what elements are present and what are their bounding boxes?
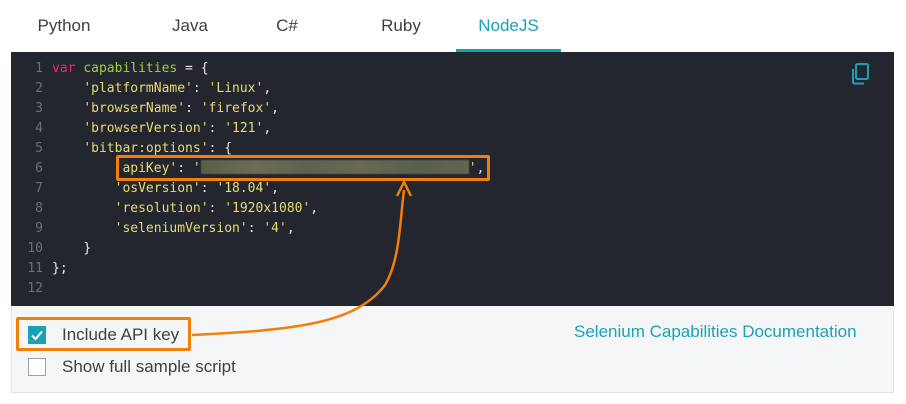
code-line: 9 'seleniumVersion': '4', — [11, 219, 295, 239]
code-key: 'osVersion' — [114, 181, 201, 196]
redacted-api-key — [200, 160, 469, 174]
code-key: 'browserVersion' — [83, 121, 209, 136]
checkbox-box[interactable] — [28, 358, 46, 376]
line-number: 8 — [35, 201, 43, 216]
code-punct: : — [185, 101, 201, 116]
code-key: 'platformName' — [83, 81, 193, 96]
line-number: 11 — [27, 261, 43, 276]
tab-ruby[interactable]: Ruby — [381, 16, 421, 35]
code-punct: = { — [177, 61, 209, 76]
code-value: 'Linux' — [208, 81, 264, 96]
checkbox-label: Show full sample script — [62, 357, 236, 376]
code-line: 11}; — [11, 259, 68, 279]
code-punct: : { — [208, 141, 233, 156]
checkmark-icon — [31, 330, 43, 341]
line-number: 12 — [27, 281, 43, 296]
line-number: 2 — [35, 81, 43, 96]
code-punct: , — [310, 201, 319, 216]
line-number: 9 — [35, 221, 43, 236]
code-line: 2 'platformName': 'Linux', — [11, 79, 271, 99]
tab-python[interactable]: Python — [37, 16, 91, 35]
copy-icon — [852, 63, 869, 85]
code-line: 6 'apiKey': ' ', — [11, 159, 484, 179]
line-number: 6 — [35, 161, 43, 176]
code-punct: , — [271, 181, 279, 196]
tab-java[interactable]: Java — [172, 16, 208, 35]
code-punct: : — [177, 161, 193, 176]
code-key: 'browserName' — [83, 101, 186, 116]
code-key: 'seleniumVersion' — [114, 221, 248, 236]
code-punct: : — [192, 81, 209, 96]
include-api-key-highlight — [16, 317, 191, 351]
code-punct: , — [286, 221, 295, 236]
line-number: 5 — [35, 141, 43, 156]
copy-code-button[interactable] — [849, 62, 871, 86]
checkbox-label: Include API key — [62, 325, 180, 344]
code-key: 'resolution' — [114, 201, 209, 216]
code-line: 10 } — [11, 239, 91, 259]
code-punct: : — [208, 121, 225, 136]
line-number: 4 — [35, 121, 43, 136]
checkbox-box[interactable] — [28, 326, 46, 344]
code-keyword: var — [52, 61, 76, 76]
code-punct: , — [476, 161, 485, 176]
selenium-docs-link[interactable]: Selenium Capabilities Documentation — [574, 322, 857, 341]
code-line: 4 'browserVersion': '121', — [11, 119, 271, 139]
language-tabs: Python Java C# Ruby NodeJS — [11, 0, 894, 52]
code-punct: , — [263, 81, 272, 96]
code-variable: capabilities — [83, 61, 178, 76]
code-punct: , — [263, 121, 272, 136]
code-punct: , — [271, 101, 279, 116]
code-key: 'apiKey' — [114, 161, 178, 176]
code-punct: } — [83, 241, 92, 256]
code-value: '121' — [224, 121, 264, 136]
code-line: 8 'resolution': '1920x1080', — [11, 199, 318, 219]
code-value: 'firefox' — [200, 101, 272, 116]
line-number: 10 — [27, 241, 43, 256]
code-line: 12 — [11, 279, 52, 299]
code-line: 1 var capabilities = { — [11, 59, 209, 79]
code-line: 5 'bitbar:options': { — [11, 139, 232, 159]
code-line: 3 'browserName': 'firefox', — [11, 99, 279, 119]
code-value: ' — [468, 161, 477, 176]
api-key-highlight — [116, 155, 490, 181]
code-line: 7 'osVersion': '18.04', — [11, 179, 279, 199]
tab-csharp[interactable]: C# — [276, 16, 298, 35]
line-number: 1 — [35, 61, 43, 76]
code-value: '18.04' — [216, 181, 272, 196]
line-number: 3 — [35, 101, 43, 116]
code-punct: : — [200, 181, 217, 196]
tab-nodejs[interactable]: NodeJS — [456, 0, 561, 52]
code-key: 'bitbar:options' — [83, 141, 209, 156]
code-value: ' — [192, 161, 201, 176]
show-full-script-checkbox[interactable]: Show full sample script — [28, 357, 236, 377]
code-punct: : — [247, 221, 264, 236]
code-punct: }; — [52, 261, 68, 276]
code-value: '4' — [263, 221, 287, 236]
code-value: '1920x1080' — [224, 201, 311, 216]
code-punct: : — [208, 201, 225, 216]
include-api-key-checkbox[interactable]: Include API key — [28, 325, 179, 345]
line-number: 7 — [35, 181, 43, 196]
